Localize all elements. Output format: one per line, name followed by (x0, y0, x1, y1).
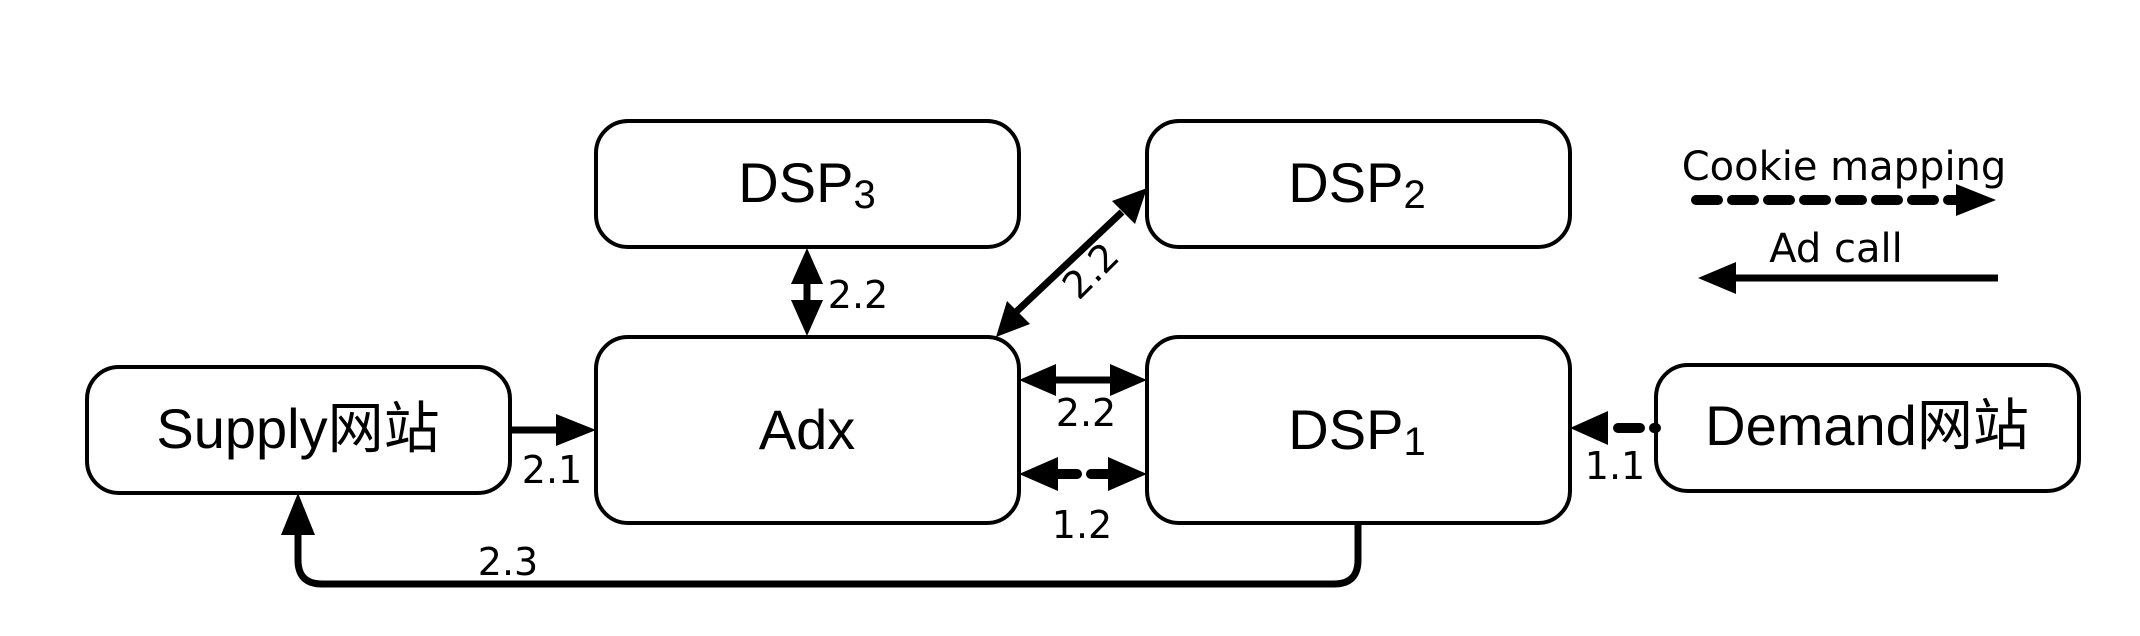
node-dsp2: DSP2 (1145, 119, 1572, 249)
node-dsp1-label: DSP1 (1288, 398, 1425, 464)
node-dsp3-label: DSP3 (738, 151, 875, 217)
edge-demand-dsp1-label: 1.1 (1585, 444, 1645, 488)
node-dsp3: DSP3 (594, 119, 1021, 249)
edge-adx-dsp1-cookie: 1.2 (1019, 457, 1147, 547)
node-dsp1: DSP1 (1145, 335, 1572, 525)
node-adx-label: Adx (759, 398, 856, 461)
legend-dashed-arrowhead (1956, 184, 1996, 216)
node-dsp2-label: DSP2 (1288, 151, 1425, 217)
legend-cookie-mapping-label: Cookie mapping (1682, 144, 2007, 190)
edge-supply-adx-label: 2.1 (522, 448, 582, 492)
legend: Cookie mapping Ad call (1682, 144, 2007, 294)
legend-solid-arrowhead (1698, 262, 1736, 294)
edge-adx-dsp1-adcall: 2.2 (1019, 364, 1147, 435)
legend-ad-call-label: Ad call (1769, 226, 1903, 272)
edge-adx-dsp3: 2.2 (791, 248, 888, 336)
node-supply-label: Supply网站 (156, 397, 439, 460)
edge-demand-dsp1: 1.1 (1570, 411, 1661, 488)
edge-adx-dsp1-cookie-label: 1.2 (1052, 503, 1112, 547)
node-supply: Supply网站 (85, 365, 512, 495)
node-adx: Adx (594, 335, 1021, 525)
edge-supply-adx: 2.1 (510, 414, 596, 492)
edge-dsp1-supply: 2.3 (281, 493, 1362, 588)
edge-adx-dsp1-adcall-label: 2.2 (1056, 391, 1116, 435)
node-demand: Demand网站 (1654, 363, 2081, 493)
edge-adx-dsp3-label: 2.2 (828, 273, 888, 317)
node-demand-label: Demand网站 (1705, 394, 2029, 457)
edge-adx-dsp2-label: 2.2 (1054, 234, 1128, 308)
edge-dsp1-supply-label: 2.3 (478, 540, 538, 584)
